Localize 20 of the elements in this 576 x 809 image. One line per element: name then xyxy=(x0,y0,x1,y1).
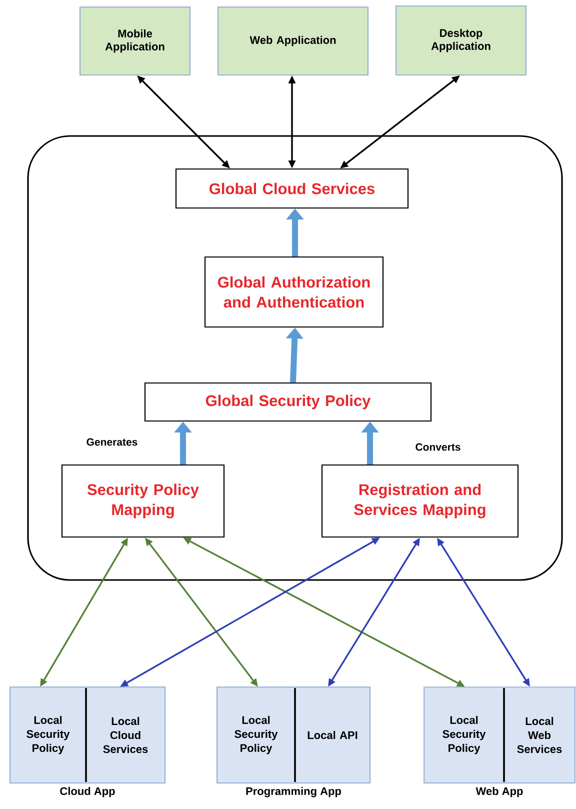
component-cell: Local Security Policy xyxy=(234,716,278,754)
node-label: Programming App xyxy=(246,786,342,798)
component-cell: Local Cloud Services xyxy=(103,716,148,754)
process-box: Registration and Services Mapping xyxy=(321,464,519,538)
node-label: Web App xyxy=(476,786,523,798)
process-box: Global Cloud Services xyxy=(175,168,409,209)
application-box: Web Application xyxy=(218,6,368,76)
component-cell: Local API xyxy=(308,730,358,740)
process-box: Global Security Policy xyxy=(144,382,432,422)
process-box: Global Authorization and Authentication xyxy=(204,256,384,328)
platform-frame xyxy=(27,135,563,581)
edge-label: Generates xyxy=(86,438,138,446)
component-cell: Local Web Services xyxy=(517,716,562,754)
application-box: Desktop Application xyxy=(396,6,526,76)
node-label: Cloud App xyxy=(60,786,115,798)
application-box: Mobile Application xyxy=(80,6,190,76)
edge-label: Converts xyxy=(416,443,460,451)
component-cell: Local Security Policy xyxy=(26,716,70,754)
process-box: Security Policy Mapping xyxy=(61,464,225,538)
component-cell: Local Security Policy xyxy=(442,716,486,754)
